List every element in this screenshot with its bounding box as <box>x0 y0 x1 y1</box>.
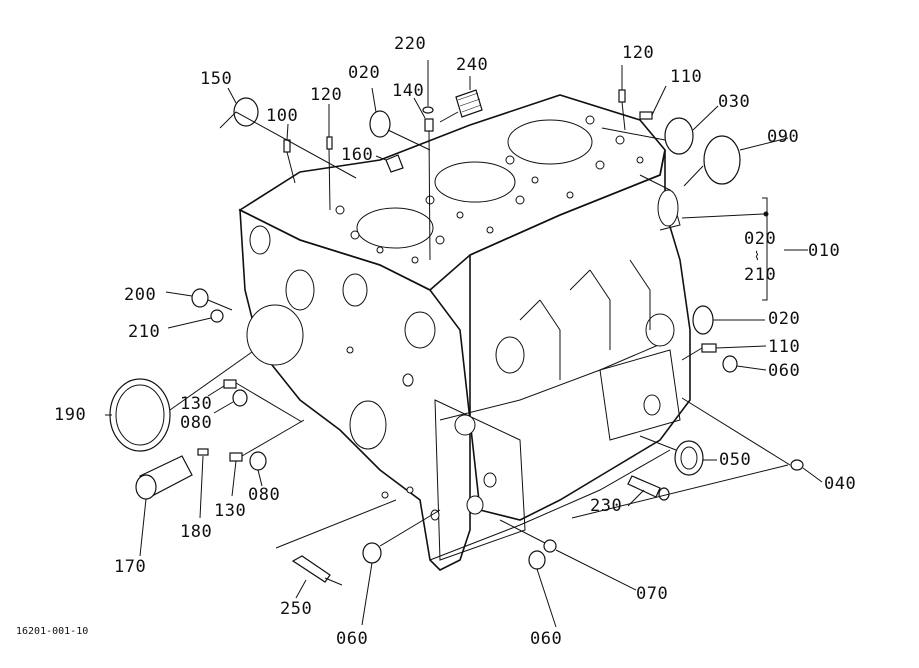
callout-080-lower: 080 <box>248 485 280 505</box>
part-180 <box>197 448 209 456</box>
callout-240: 240 <box>456 55 488 75</box>
callout-160: 160 <box>341 145 373 165</box>
callout-020-range-start: 020 <box>744 229 776 249</box>
part-110-top <box>639 111 653 120</box>
callout-010: 010 <box>808 241 840 261</box>
part-220 <box>422 106 434 114</box>
part-140 <box>424 118 434 132</box>
part-130-lower <box>229 452 243 462</box>
part-120-left <box>326 136 333 150</box>
callout-020-top: 020 <box>348 63 380 83</box>
callout-230: 230 <box>590 496 622 516</box>
callout-050: 050 <box>719 450 751 470</box>
callout-080-upper: 080 <box>180 413 212 433</box>
callout-250: 250 <box>280 599 312 619</box>
callout-060-bottom-right: 060 <box>530 629 562 649</box>
drawing-number: 16201-001-10 <box>16 626 88 637</box>
part-060-bottom-right <box>528 550 546 570</box>
callout-180: 180 <box>180 522 212 542</box>
callout-120-right: 120 <box>622 43 654 63</box>
callout-170: 170 <box>114 557 146 577</box>
part-060-right <box>722 355 738 373</box>
part-250 <box>291 555 331 583</box>
part-110-right <box>701 343 717 353</box>
callout-150: 150 <box>200 69 232 89</box>
part-150 <box>233 97 259 127</box>
callout-labels: 150 100 120 020 140 220 240 160 120 110 … <box>16 34 856 649</box>
callout-120-left: 120 <box>310 85 342 105</box>
callout-070: 070 <box>636 584 668 604</box>
callout-130-lower: 130 <box>214 501 246 521</box>
part-060-bottom-left <box>362 542 382 564</box>
part-020-right <box>692 305 714 335</box>
callout-190: 190 <box>54 405 86 425</box>
part-070 <box>543 539 557 553</box>
callout-210-range-end: 210 <box>744 265 776 285</box>
part-120-right <box>618 89 626 103</box>
part-130-upper <box>223 379 237 389</box>
cylinder-block <box>238 94 691 571</box>
callout-040: 040 <box>824 474 856 494</box>
callout-110-right: 110 <box>768 337 800 357</box>
callout-220: 220 <box>394 34 426 54</box>
part-080-upper <box>232 389 248 407</box>
part-200 <box>191 288 209 308</box>
part-100 <box>283 139 291 153</box>
callout-030: 030 <box>718 92 750 112</box>
part-240 <box>455 89 483 118</box>
callout-110-top: 110 <box>670 67 702 87</box>
callout-210-left: 210 <box>128 322 160 342</box>
part-090 <box>703 135 741 185</box>
part-080-lower <box>249 451 267 471</box>
callout-090: 090 <box>767 127 799 147</box>
range-separator: ⌇ <box>754 249 760 263</box>
part-030 <box>664 117 694 155</box>
part-020-top <box>369 110 391 138</box>
callout-060-right: 060 <box>768 361 800 381</box>
callout-130-upper: 130 <box>180 394 212 414</box>
part-040 <box>790 459 804 471</box>
part-160 <box>385 154 404 173</box>
part-210 <box>210 309 224 323</box>
callout-020-right: 020 <box>768 309 800 329</box>
leader-lines <box>105 60 823 628</box>
callout-060-bottom-left: 060 <box>336 629 368 649</box>
callout-200: 200 <box>124 285 156 305</box>
part-230 <box>627 475 661 498</box>
callout-140: 140 <box>392 81 424 101</box>
callout-100: 100 <box>266 106 298 126</box>
